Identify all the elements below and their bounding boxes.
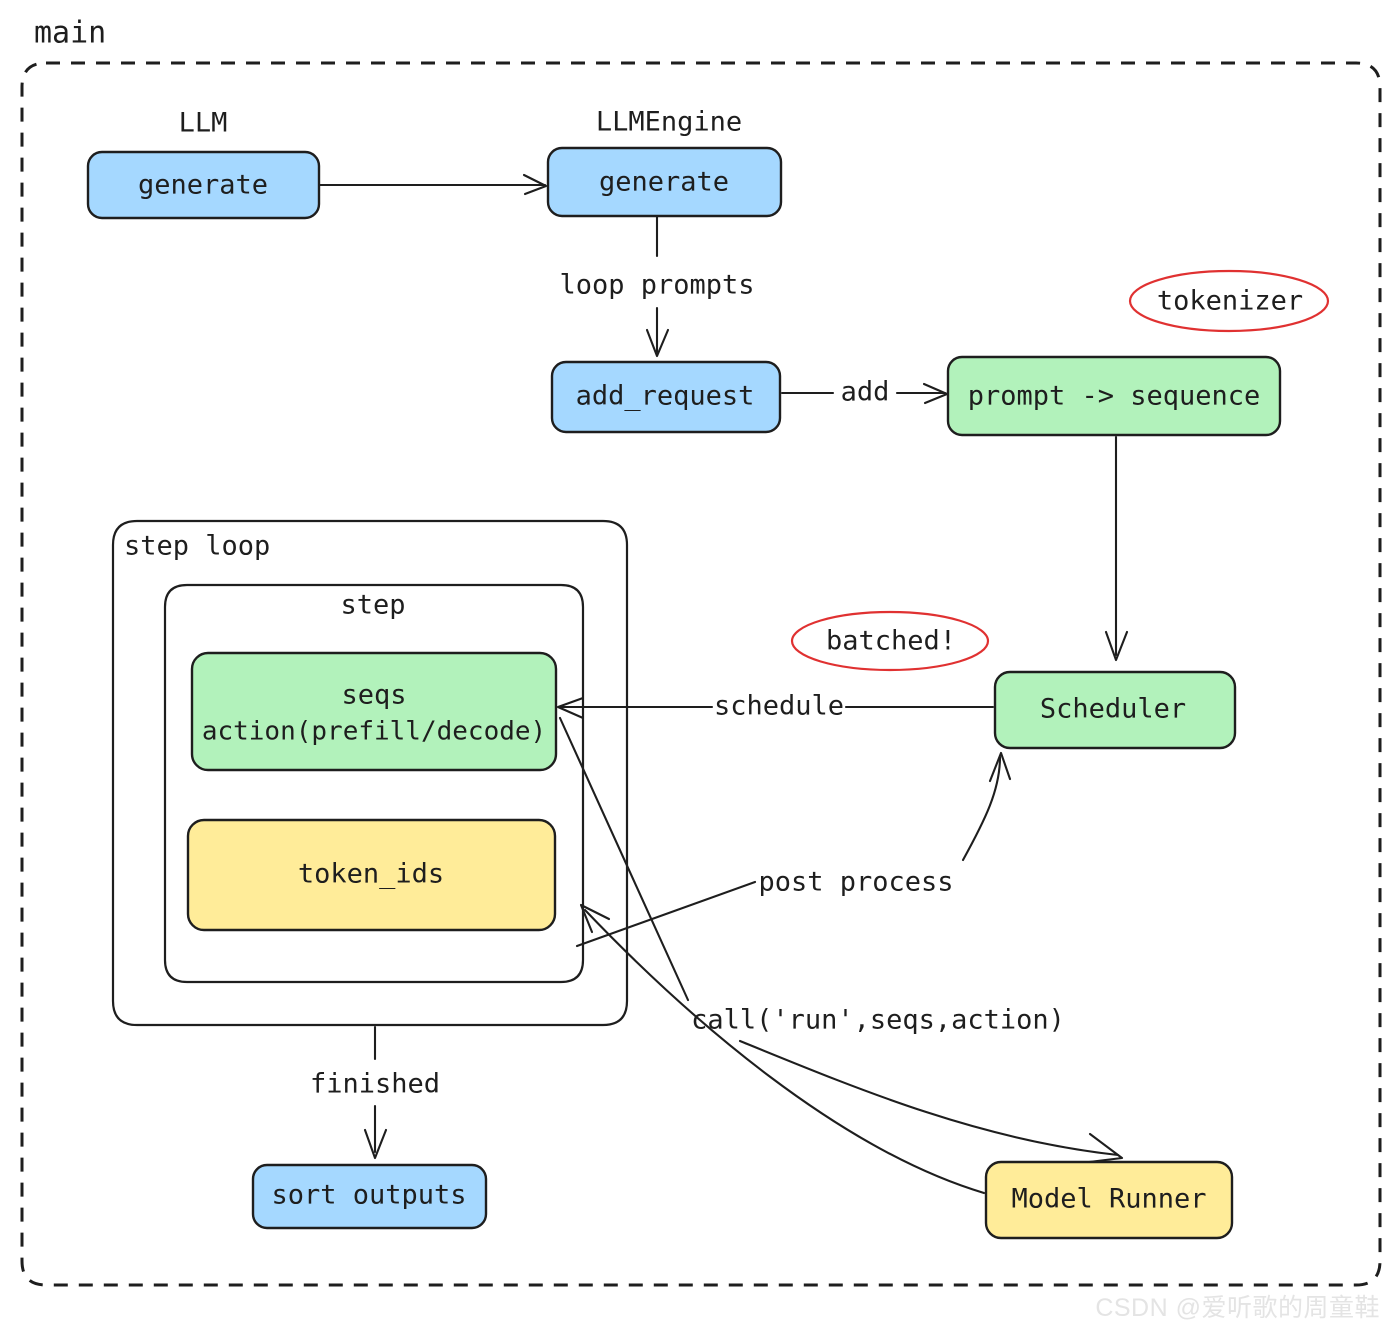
node-llmengine-generate-label: generate [599,167,729,198]
group-label-llm: LLM [179,108,228,139]
node-sort-outputs-label: sort outputs [271,1180,466,1211]
node-seqs-label-line2: action(prefill/decode) [202,717,546,747]
node-llm-generate-label: generate [138,170,268,201]
edge-add: add [780,377,949,408]
node-llmengine-generate[interactable]: generate [546,146,783,218]
node-model-runner[interactable]: Model Runner [984,1160,1234,1240]
bubble-batched-label: batched! [826,626,956,657]
node-seqs-label-line1: seqs [341,680,406,711]
edge-finished: finished [310,1025,440,1160]
bubble-tokenizer-label: tokenizer [1157,286,1303,317]
edge-sequence-to-scheduler [1104,435,1129,662]
bubble-tokenizer: tokenizer [1128,269,1330,333]
edge-model-runner-to-token-ids [579,903,986,1195]
edge-call-run: call('run',seqs,action) [558,716,1124,1164]
node-add-request-label: add_request [576,381,755,412]
group-label-step: step [340,590,405,621]
diagram-title: main [34,16,106,51]
node-add-request[interactable]: add_request [550,360,782,434]
bubble-batched: batched! [790,610,990,672]
main-frame [20,61,1382,1287]
edge-schedule: schedule [556,691,995,722]
edge-label-loop-prompts: loop prompts [559,270,754,301]
node-prompt-to-sequence-label: prompt -> sequence [968,381,1261,412]
node-seqs[interactable]: seqs action(prefill/decode) [190,651,558,772]
edge-loop-prompts: loop prompts [559,215,755,358]
edge-label-schedule: schedule [714,691,844,722]
group-step-loop: step loop [111,519,629,1027]
edge-llm-to-llmengine [318,173,548,196]
node-token-ids-label: token_ids [298,859,444,890]
node-token-ids[interactable]: token_ids [186,818,557,932]
edge-post-process: post process [575,751,1012,948]
edge-label-add: add [841,377,890,408]
group-step: step [163,583,585,984]
node-prompt-to-sequence[interactable]: prompt -> sequence [946,355,1282,437]
watermark: CSDN @爱听歌的周童鞋 [1095,1294,1380,1322]
edge-label-finished: finished [310,1069,440,1100]
node-llm-generate[interactable]: generate [86,150,321,220]
node-scheduler[interactable]: Scheduler [993,670,1237,750]
group-label-llmengine: LLMEngine [596,107,742,138]
group-label-step-loop: step loop [124,531,270,562]
edge-label-call-run: call('run',seqs,action) [691,1005,1065,1036]
node-scheduler-label: Scheduler [1040,694,1186,725]
edge-label-post-process: post process [758,867,953,898]
node-model-runner-label: Model Runner [1011,1184,1206,1215]
node-sort-outputs[interactable]: sort outputs [251,1163,488,1230]
